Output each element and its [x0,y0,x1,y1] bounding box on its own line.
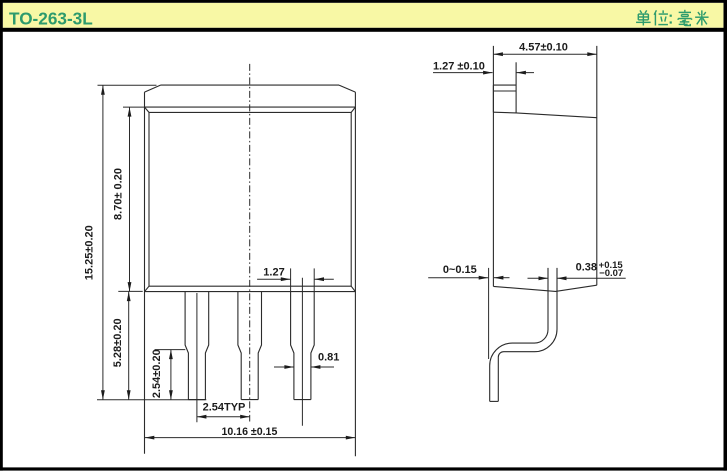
svg-text:8.70± 0.20: 8.70± 0.20 [113,168,125,220]
svg-text:+0.15: +0.15 [599,260,624,271]
svg-text:0~0.15: 0~0.15 [443,264,477,276]
svg-text:TO-263-3L: TO-263-3L [9,9,93,29]
svg-text:2.54±0.20: 2.54±0.20 [151,349,163,398]
svg-text:4.57±0.10: 4.57±0.10 [519,41,568,53]
svg-text:10.16 ±0.15: 10.16 ±0.15 [221,426,277,438]
svg-text:−0.07: −0.07 [599,268,623,279]
svg-text:5.28±0.20: 5.28±0.20 [112,318,124,367]
svg-text:1.27: 1.27 [263,267,284,279]
svg-text:2.54TYP: 2.54TYP [203,402,246,414]
svg-text:1.27 ±0.10: 1.27 ±0.10 [433,61,485,73]
svg-text:15.25±0.20: 15.25±0.20 [83,225,95,280]
svg-text:0.38: 0.38 [576,262,597,274]
svg-text:0.81: 0.81 [318,352,339,364]
